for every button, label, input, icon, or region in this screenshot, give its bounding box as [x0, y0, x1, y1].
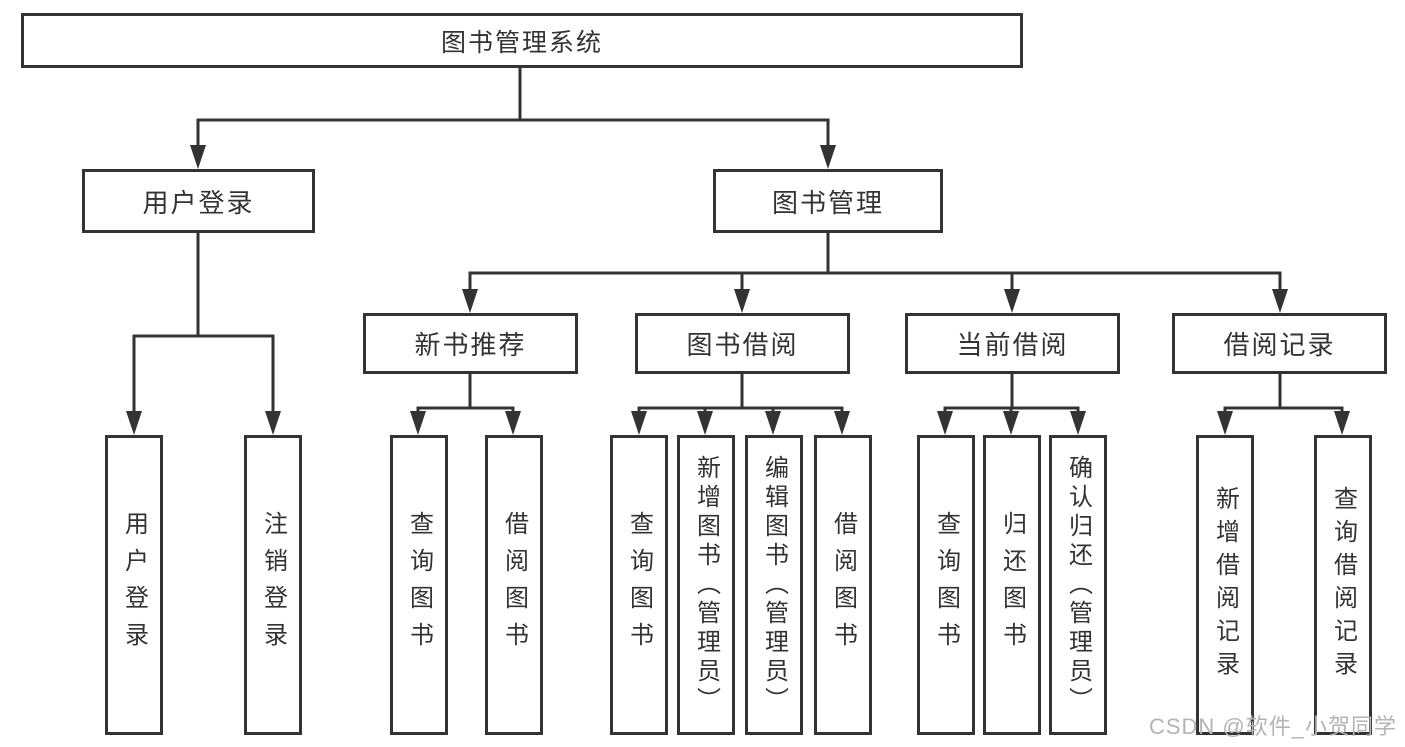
leaf-confirm-return-admin: 确认归还（管理员）: [1049, 435, 1107, 735]
leaf-label: 查询借阅记录: [1329, 486, 1357, 684]
leaf-return-books: 归还图书: [983, 435, 1041, 735]
leaf-label: 确认归还（管理员）: [1064, 454, 1092, 716]
leaf-borrow-books-borrowing: 借阅图书: [814, 435, 872, 735]
leaf-label: 查询图书: [932, 511, 960, 659]
leaf-label: 借阅图书: [829, 511, 857, 659]
leaf-label: 查询图书: [625, 511, 653, 659]
leaf-user-login: 用户登录: [105, 435, 163, 735]
leaf-add-borrow-record: 新增借阅记录: [1196, 435, 1254, 735]
node-label: 图书借阅: [686, 330, 799, 360]
leaf-label: 新增借阅记录: [1211, 486, 1239, 684]
leaf-add-books-admin: 新增图书（管理员）: [677, 435, 735, 735]
node-label: 图书管理系统: [440, 28, 603, 57]
leaf-borrow-books-recommend: 借阅图书: [485, 435, 543, 735]
leaf-edit-books-admin: 编辑图书（管理员）: [745, 435, 803, 735]
node-label: 用户登录: [142, 187, 255, 218]
leaf-label: 编辑图书（管理员）: [760, 454, 788, 716]
csdn-watermark: CSDN @软件_小贺同学: [1148, 714, 1397, 739]
node-book-management: 图书管理: [713, 169, 943, 233]
leaf-query-borrow-record: 查询借阅记录: [1314, 435, 1372, 735]
node-library-management-system: 图书管理系统: [21, 13, 1023, 68]
leaf-label: 新增图书（管理员）: [692, 454, 720, 716]
node-borrowing-records: 借阅记录: [1172, 313, 1387, 374]
leaf-label: 归还图书: [998, 511, 1026, 659]
leaf-label: 查询图书: [405, 511, 433, 659]
node-new-book-recommendation: 新书推荐: [363, 313, 578, 374]
node-label: 当前借阅: [956, 330, 1069, 360]
leaf-label: 用户登录: [120, 511, 148, 659]
node-user-login: 用户登录: [82, 169, 315, 233]
leaf-label: 注销登录: [259, 511, 287, 659]
node-current-borrowing: 当前借阅: [905, 313, 1120, 374]
node-label: 新书推荐: [414, 330, 527, 360]
leaf-query-books-current: 查询图书: [917, 435, 975, 735]
node-book-borrowing: 图书借阅: [635, 313, 850, 374]
leaf-query-books-borrowing: 查询图书: [610, 435, 668, 735]
leaf-logout: 注销登录: [244, 435, 302, 735]
leaf-query-books-recommend: 查询图书: [390, 435, 448, 735]
node-label: 图书管理: [771, 187, 884, 218]
leaf-label: 借阅图书: [500, 511, 528, 659]
node-label: 借阅记录: [1223, 330, 1336, 360]
